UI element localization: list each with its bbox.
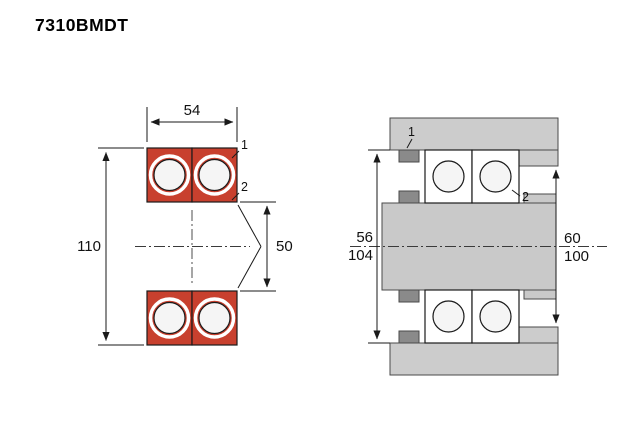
raceway-gap [148,154,191,196]
outer-spacer-top [398,149,420,163]
ball [479,160,512,193]
housing-bottom [389,342,559,376]
callout-2: 2 [241,180,248,194]
ball [432,160,465,193]
raceway-gap [474,295,517,338]
ball [479,300,512,333]
ball [432,300,465,333]
housing-shoulder-bottom [518,326,559,344]
dim-right-top-value: 60 [564,230,581,247]
shaft-shoulder-bottom [523,289,557,300]
ball [153,158,186,192]
dim-right-bottom-value: 100 [564,248,589,265]
housing-top [389,117,559,151]
contact-angle-line [237,204,262,247]
leader-line [511,189,521,197]
ball [153,301,186,335]
inner-spacer-top [398,190,420,204]
leader-line [231,192,240,201]
callout-1: 1 [241,138,248,152]
leader-line [406,138,413,149]
inner-spacer-bottom [398,289,420,303]
housing-shoulder-top [518,149,559,167]
dim-bore-value: 50 [276,238,293,255]
ball [198,301,231,335]
raceway-gap [193,154,236,196]
raceway-gap [193,297,236,339]
dim-od-value: 110 [77,238,101,255]
page-title: 7310BMDT [35,15,128,35]
left-view-cross-section: 54 110 50 1 2 [77,102,293,346]
raceway-gap [474,155,517,198]
raceway-gap [427,155,470,198]
dim-width-value: 54 [184,102,201,119]
leader-line [231,150,240,159]
raceway-gap [148,297,191,339]
outer-spacer-bottom [398,330,420,344]
dim-left-bottom-value: 104 [348,247,373,264]
ball [198,158,231,192]
callout-2: 2 [522,190,529,204]
contact-angle-line [237,246,262,289]
raceway-gap [427,295,470,338]
right-view-mounting: 56 104 60 100 1 2 [348,117,607,376]
dim-left-top-value: 56 [356,229,373,246]
callout-1: 1 [408,125,415,139]
